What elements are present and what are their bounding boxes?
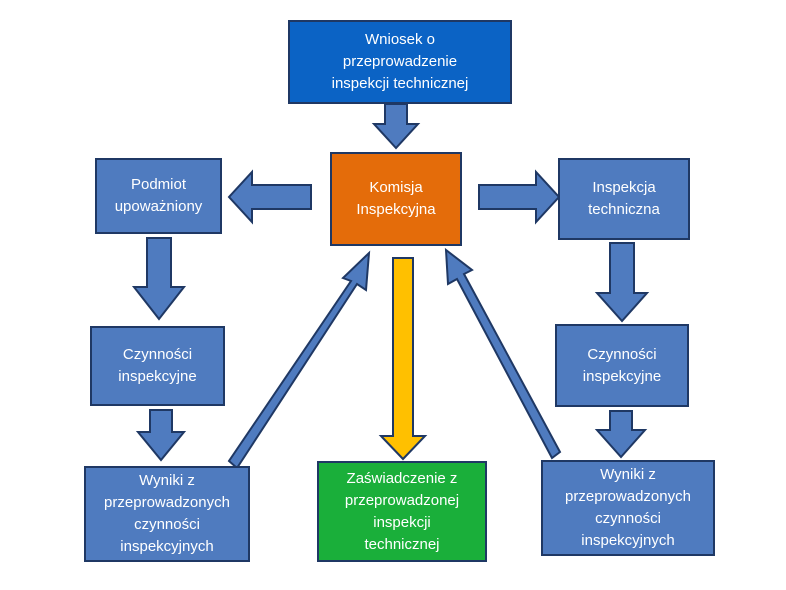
arrow-czynnosci-to-wyniki-left	[135, 409, 187, 462]
wyniki-right-label: Wyniki z przeprowadzonych czynności insp…	[565, 466, 691, 549]
inspekcja-box: Inspekcja techniczna	[558, 158, 690, 240]
arrow-czynnosci-to-wyniki-right	[594, 410, 648, 459]
czynnosci-right-label: Czynności inspekcyjne	[582, 345, 662, 385]
arrow-komisja-to-podmiot	[227, 169, 312, 225]
wniosek-box: Wniosek o przeprowadzenie inspekcji tech…	[288, 20, 512, 104]
arrow-komisja-to-inspekcja	[478, 169, 561, 225]
wyniki-left-label: Wyniki z przeprowadzonych czynności insp…	[104, 472, 230, 555]
arrow-komisja-to-zaswiadczenie	[378, 257, 428, 461]
komisja-box: Komisja Inspekcyjna	[330, 152, 462, 246]
podmiot-label: Podmiot upoważniony	[114, 176, 203, 215]
podmiot-box: Podmiot upoważniony	[95, 158, 222, 234]
wyniki-right-box: Wyniki z przeprowadzonych czynności insp…	[541, 460, 715, 556]
zaswiadczenie-box: Zaświadczenie z przeprowadzonej inspekcj…	[317, 461, 487, 562]
komisja-label: Komisja Inspekcyjna	[356, 179, 436, 218]
arrow-wyniki-left-to-komisja	[227, 250, 371, 470]
arrow-podmiot-to-czynnosci	[131, 237, 187, 321]
wyniki-left-box: Wyniki z przeprowadzonych czynności insp…	[84, 466, 250, 562]
arrow-inspekcja-to-czynnosci	[594, 242, 650, 323]
czynnosci-left-box: Czynności inspekcyjne	[90, 326, 225, 406]
arrow-wniosek-to-komisja	[371, 103, 421, 150]
arrow-wyniki-right-to-komisja	[444, 247, 562, 460]
zaswiadczenie-label: Zaświadczenie z przeprowadzonej inspekcj…	[344, 469, 460, 553]
czynnosci-right-box: Czynności inspekcyjne	[555, 324, 689, 407]
wniosek-label: Wniosek o przeprowadzenie inspekcji tech…	[331, 31, 469, 92]
czynnosci-left-label: Czynności inspekcyjne	[118, 346, 197, 385]
inspekcja-label: Inspekcja techniczna	[588, 179, 660, 218]
